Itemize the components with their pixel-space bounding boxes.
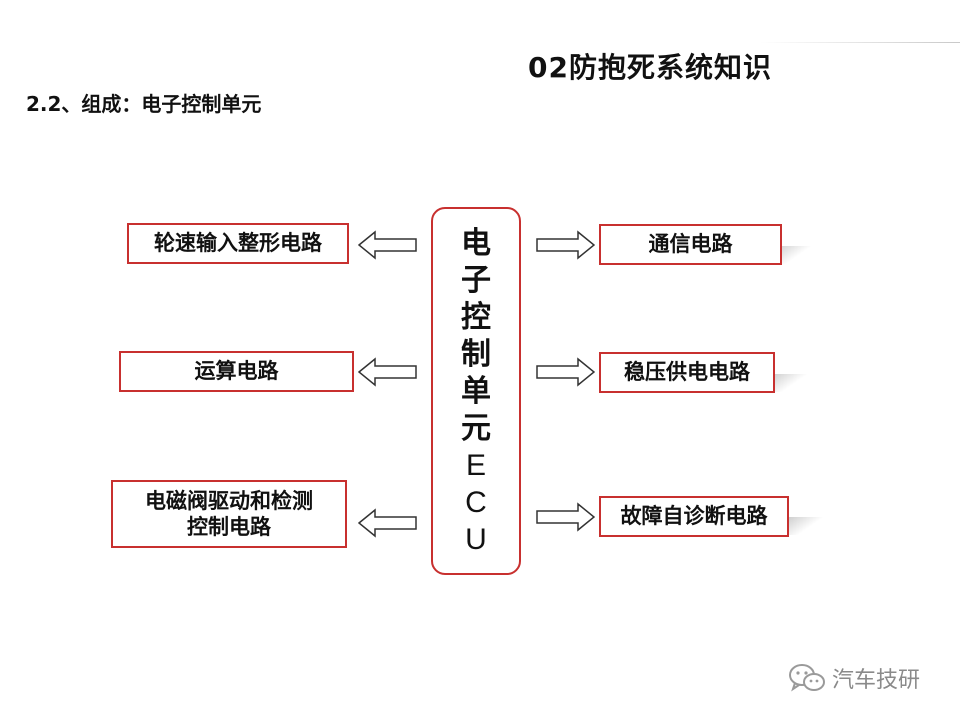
box-label: 轮速输入整形电路: [154, 231, 322, 256]
box-label: 运算电路: [194, 359, 279, 384]
box-communication-circuit: 通信电路: [599, 224, 782, 265]
box-label-line1: 电磁阀驱动和检测: [145, 488, 313, 513]
box-computing-circuit: 运算电路: [119, 351, 354, 392]
ecu-char: 控: [461, 299, 491, 335]
ecu-char: 子: [461, 262, 491, 298]
header-divider: [760, 42, 960, 43]
wechat-icon: [789, 664, 825, 692]
ecu-block: 电 子 控 制 单 元 E C U: [431, 207, 521, 575]
box-fault-self-diagnosis: 故障自诊断电路: [599, 496, 789, 537]
watermark-text: 汽车技研: [832, 668, 921, 693]
arrow-right-icon: [536, 357, 595, 387]
box-label: 稳压供电电路: [624, 360, 750, 385]
arrow-left-icon: [358, 508, 417, 538]
section-subtitle: 2.2、组成：电子控制单元: [26, 92, 262, 116]
arrow-right-icon: [536, 502, 595, 532]
box-label: 通信电路: [648, 232, 733, 257]
ecu-char: U: [465, 522, 487, 556]
ecu-char: E: [465, 448, 486, 482]
arrow-right-icon: [536, 230, 595, 260]
ecu-char: 制: [461, 336, 491, 372]
ecu-char: 元: [461, 410, 491, 446]
ecu-char: C: [465, 485, 487, 519]
ecu-char: 电: [461, 225, 491, 261]
arrow-left-icon: [358, 230, 417, 260]
box-solenoid-drive-control: 电磁阀驱动和检测 控制电路: [111, 480, 347, 548]
ecu-char: 单: [461, 373, 491, 409]
box-label: 故障自诊断电路: [620, 504, 768, 529]
watermark: 汽车技研: [788, 660, 920, 696]
page-title: 02防抱死系统知识: [528, 51, 772, 84]
box-wheel-speed-input: 轮速输入整形电路: [127, 223, 349, 264]
arrow-left-icon: [358, 357, 417, 387]
box-label-line2: 控制电路: [187, 515, 271, 539]
box-regulated-power-circuit: 稳压供电电路: [599, 352, 775, 393]
